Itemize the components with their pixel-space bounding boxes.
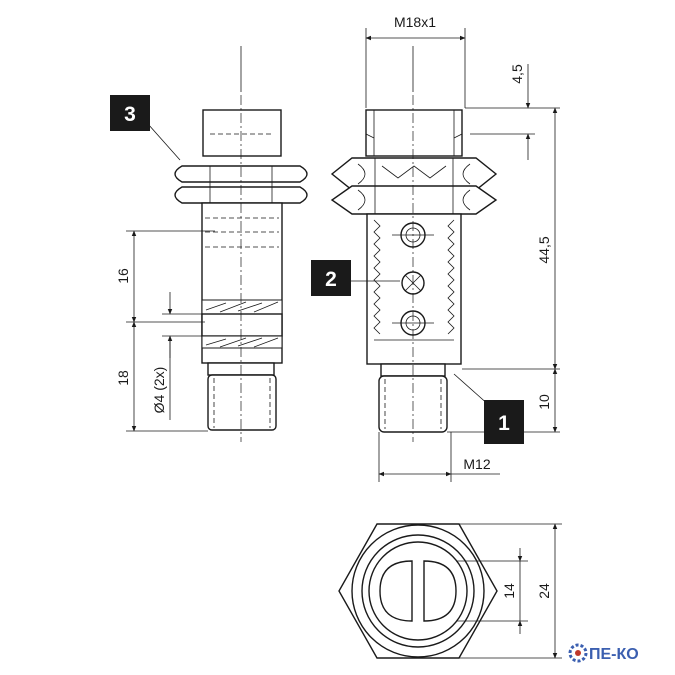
dim-thread-top: M18x1 <box>394 14 436 30</box>
dim-body-length: 44,5 <box>536 236 552 263</box>
right-top-cylinder <box>365 109 463 157</box>
dim-left-upper: 16 <box>115 268 131 284</box>
dim-lens-width: 14 <box>501 583 517 599</box>
callout-1: 1 <box>453 373 524 444</box>
left-hatch-upper <box>201 299 283 315</box>
svg-text:1: 1 <box>498 412 510 435</box>
right-front-view <box>330 28 560 482</box>
right-nut <box>330 157 498 215</box>
dim-top-offset: 4,5 <box>509 64 525 84</box>
dim-connector-length: 10 <box>536 394 552 410</box>
svg-text:3: 3 <box>124 103 136 126</box>
dim-connector-thread: M12 <box>463 456 490 472</box>
left-side-view <box>126 46 308 442</box>
callout-2: 2 <box>311 260 400 296</box>
left-top-cylinder <box>202 109 282 157</box>
bottom-end-view <box>338 523 562 659</box>
peko-logo: ПЕ-КО <box>568 643 639 663</box>
lens-right <box>423 560 457 622</box>
lens-left <box>379 560 413 622</box>
left-hatch-lower <box>201 335 283 349</box>
svg-text:2: 2 <box>325 268 337 291</box>
callout-3: 3 <box>110 95 181 161</box>
dim-nut-width: 24 <box>536 583 552 599</box>
gear-icon <box>568 643 588 663</box>
logo-text: ПЕ-КО <box>589 646 639 663</box>
left-connector <box>207 374 277 431</box>
dim-hole-diameter: Ø4 (2x) <box>151 367 167 414</box>
dim-left-lower: 18 <box>115 370 131 386</box>
